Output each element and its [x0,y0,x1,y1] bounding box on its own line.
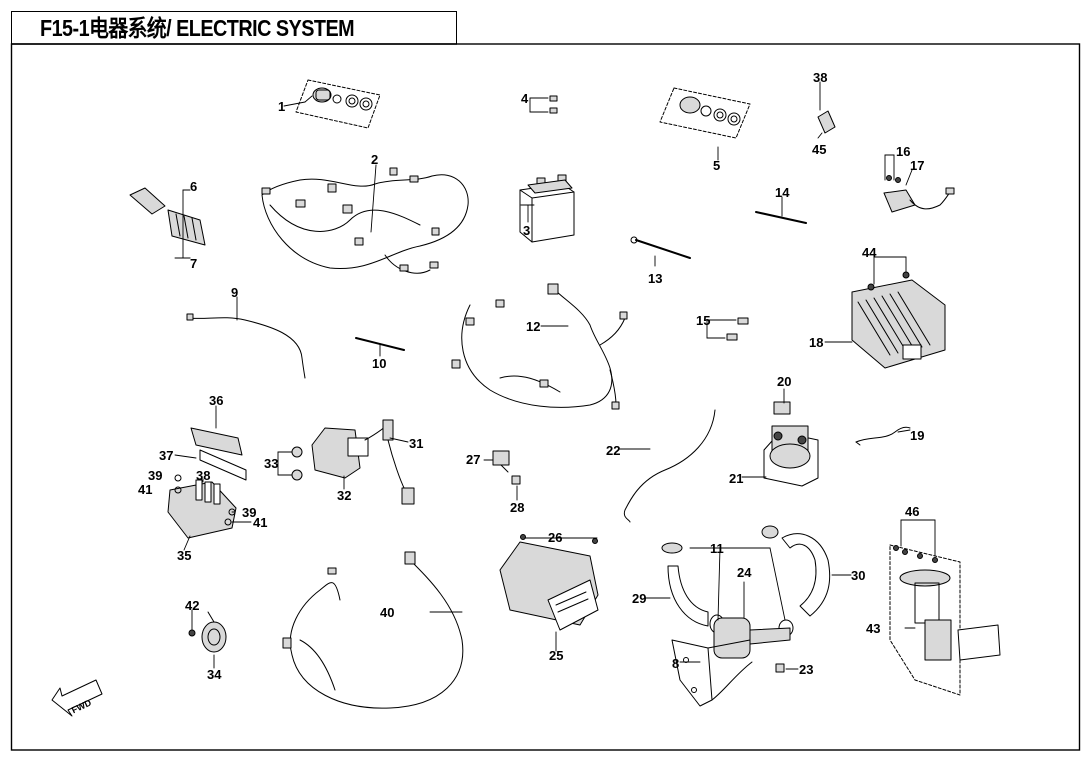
fuel-pump-drawing [889,544,1001,696]
page-title: F15-1电器系统/ ELECTRIC SYSTEM [40,15,355,41]
band-14-drawing [755,211,807,224]
callout-16: 16 [896,144,910,159]
callout-37: 37 [159,448,173,463]
cable-tie-drawing [630,236,691,259]
ignition-coil-drawing [291,419,415,505]
main-wire-harness-drawing [261,167,469,274]
callout-19: 19 [910,428,924,443]
relay-block-drawing [129,187,206,246]
sensor-27-drawing [492,450,521,485]
sensor-17-drawing [883,175,955,213]
callout-27: 27 [466,452,480,467]
callout-17: 17 [910,158,924,173]
key-set-drawing [549,95,558,114]
callout-20: 20 [777,374,791,389]
part-callouts: 1 2 3 4 5 6 7 8 9 10 11 12 13 14 15 16 1… [138,70,924,682]
callout-33: 33 [264,456,278,471]
callout-15: 15 [696,313,710,328]
fwd-arrow-icon [51,679,103,717]
callout-4: 4 [521,91,529,106]
callout-22: 22 [606,443,620,458]
callout-43: 43 [866,621,880,636]
wire-22-drawing [623,409,716,523]
callout-41b: 41 [253,515,267,530]
callout-35: 35 [177,548,191,563]
switch-38-drawing [817,110,836,134]
callout-46: 46 [905,504,919,519]
callout-2: 2 [371,152,378,167]
callout-40: 40 [380,605,394,620]
diagram-frame [10,43,1081,751]
callout-36: 36 [209,393,223,408]
callout-39a: 39 [148,468,162,483]
wire-harness-40-drawing [282,551,464,709]
title-box [11,11,457,44]
callout-42: 42 [185,598,199,613]
callout-41a: 41 [138,482,152,497]
callout-8: 8 [672,656,679,671]
callout-3: 3 [523,223,530,238]
callout-30: 30 [851,568,865,583]
ground-wire-drawing [855,426,911,446]
callout-45: 45 [812,142,826,157]
callout-13: 13 [648,271,662,286]
callout-5: 5 [713,158,720,173]
callout-32: 32 [337,488,351,503]
callout-21: 21 [729,471,743,486]
callout-23: 23 [799,662,813,677]
callout-34: 34 [207,667,222,682]
horn-drawing [188,611,227,653]
callout-31: 31 [409,436,423,451]
callout-29: 29 [632,591,646,606]
callout-11: 11 [710,541,724,556]
callout-38a: 38 [196,468,210,483]
ignition-switch-kit-drawing [295,79,381,129]
callout-24: 24 [737,565,752,580]
callout-1: 1 [278,99,285,114]
callout-25: 25 [549,648,563,663]
callout-38b: 38 [813,70,827,85]
callout-14: 14 [775,185,790,200]
ecu-drawing [499,534,599,631]
callout-10: 10 [372,356,386,371]
water-pump-assembly-drawing [661,525,831,707]
callout-39b: 39 [242,505,256,520]
leader-lines [174,81,936,670]
callout-18: 18 [809,335,823,350]
callout-12: 12 [526,319,540,334]
starter-relay-drawing [763,401,819,487]
regulator-rectifier-drawing [851,271,946,369]
callout-6: 6 [190,179,197,194]
fuse-box-drawing [167,427,247,539]
connector-15-drawing [726,317,749,341]
callout-7: 7 [190,256,197,271]
callout-28: 28 [510,500,524,515]
callout-9: 9 [231,285,238,300]
wire-9-drawing [186,313,306,379]
callout-26: 26 [548,530,562,545]
band-10-drawing [355,337,405,351]
lock-set-drawing [659,87,751,139]
battery-drawing [519,174,575,243]
callout-44: 44 [862,245,877,260]
sub-wire-harness-drawing [451,283,628,410]
